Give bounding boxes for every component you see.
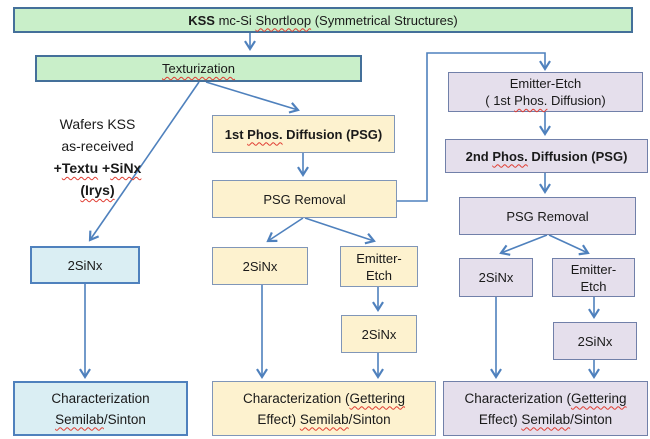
- right-sinx-b-box: 2SiNx: [553, 322, 637, 360]
- right-characterization-box: Characterization (Gettering Effect) Semi…: [443, 381, 648, 436]
- left-char-line-1: Characterization: [51, 390, 150, 406]
- mid-emitter-etch-box: Emitter- Etch: [340, 246, 418, 287]
- second-phos-diffusion-label: 2nd Phos. Diffusion (PSG): [465, 148, 628, 164]
- mid-char-line-2: Effect) Semilab/Sinton: [257, 411, 391, 427]
- left-char-line-2: Semilab/Sinton: [55, 411, 146, 427]
- note-line-2: as-received: [61, 138, 134, 154]
- mid-characterization-box: Characterization (Gettering Effect) Semi…: [212, 381, 436, 436]
- mid-sinx-b-box: 2SiNx: [341, 315, 417, 353]
- arrow-right-psg-removal-to-emitter: [548, 234, 590, 256]
- note-line-4: (Irys): [80, 182, 115, 198]
- texturization-box: Texturization: [35, 55, 362, 82]
- right-emitter-top-line-1: Emitter-Etch: [509, 76, 582, 91]
- note-line-3: +Textu +SiNx: [53, 160, 142, 176]
- left-characterization-box: Characterization Semilab/Sinton: [13, 381, 188, 436]
- mid-emitter-line-2: Etch: [365, 267, 392, 283]
- mid-sinx-label: 2SiNx: [242, 258, 278, 274]
- first-phos-diffusion-box: 1st Phos. Diffusion (PSG): [212, 115, 395, 153]
- right-emitter-top-line-2: ( 1st Phos. Diffusion): [485, 93, 606, 108]
- title-label: KSS mc-Si Shortloop (Symmetrical Structu…: [188, 12, 458, 28]
- arrow-texturization-to-left-sinx: [88, 81, 200, 242]
- right-sinx-label: 2SiNx: [478, 270, 514, 285]
- arrow-right-psg-removal-to-sinx: [499, 234, 548, 256]
- left-sinx-label: 2SiNx: [67, 257, 103, 273]
- texturization-label: Texturization: [162, 61, 235, 76]
- right-emitter-etch-box: Emitter- Etch: [552, 258, 635, 297]
- first-phos-diffusion-label: 1st Phos. Diffusion (PSG): [224, 126, 383, 142]
- mid-psg-removal-label: PSG Removal: [263, 191, 346, 207]
- arrow-psg-removal-to-mid-sinx: [266, 217, 304, 243]
- note-line-1: Wafers KSS: [59, 116, 136, 132]
- mid-char-line-1: Characterization (Gettering: [242, 390, 406, 406]
- arrow-texturization-to-phos1: [205, 81, 300, 114]
- second-phos-diffusion-box: 2nd Phos. Diffusion (PSG): [445, 139, 648, 173]
- mid-sinx-b-label: 2SiNx: [361, 326, 397, 342]
- arrow-psg-removal-to-right-emitter-top: [397, 52, 551, 202]
- wafers-note: Wafers KSS as-received +Textu +SiNx (Iry…: [30, 113, 165, 201]
- arrow-psg-removal-to-mid-emitter: [304, 217, 376, 245]
- right-emitter-etch-top-box: Emitter-Etch ( 1st Phos. Diffusion): [448, 72, 643, 112]
- right-char-line-2: Effect) Semilab/Sinton: [478, 411, 613, 427]
- mid-sinx-box: 2SiNx: [212, 247, 308, 285]
- title-box: KSS mc-Si Shortloop (Symmetrical Structu…: [13, 7, 633, 33]
- mid-psg-removal-box: PSG Removal: [212, 180, 397, 218]
- right-char-line-1: Characterization (Gettering: [464, 390, 627, 406]
- left-sinx-box: 2SiNx: [30, 246, 140, 284]
- right-psg-removal-label: PSG Removal: [506, 208, 589, 224]
- mid-emitter-line-1: Emitter-: [356, 250, 402, 266]
- right-psg-removal-box: PSG Removal: [459, 197, 636, 235]
- right-emitter-line-1: Emitter-: [570, 261, 617, 277]
- right-sinx-b-label: 2SiNx: [577, 333, 613, 349]
- right-emitter-line-2: Etch: [580, 278, 607, 294]
- right-sinx-box: 2SiNx: [459, 258, 533, 297]
